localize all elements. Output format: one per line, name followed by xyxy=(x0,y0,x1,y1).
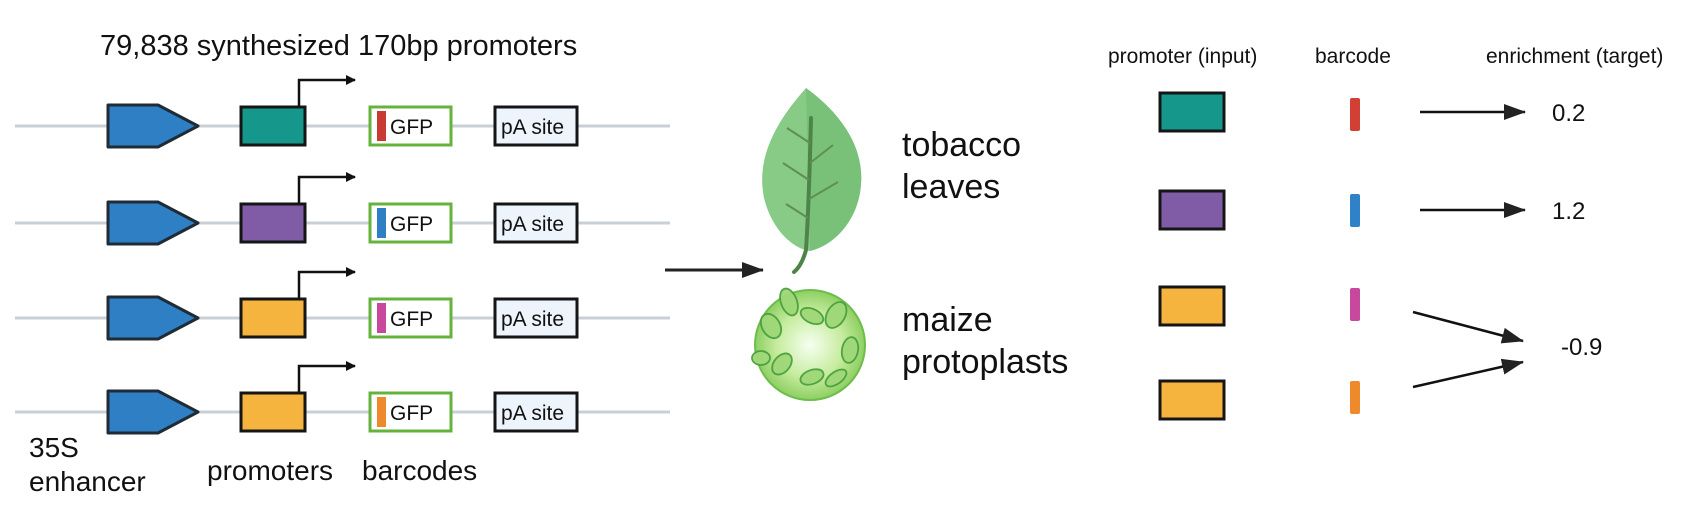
transcription-start-arrow xyxy=(297,361,356,392)
enhancer-shape xyxy=(106,103,200,149)
transcription-start-arrow xyxy=(297,267,356,298)
outcome-row: 0.2 xyxy=(1158,91,1585,133)
enhancer-shape xyxy=(106,295,200,341)
input-column-header: promoter (input) xyxy=(1108,45,1257,68)
enrichment-value: 1.2 xyxy=(1552,198,1585,225)
construct-row: GFP pA site xyxy=(15,267,670,341)
pa-site-box xyxy=(493,297,579,339)
gfp-label: GFP xyxy=(390,308,433,331)
pa-site-box xyxy=(493,105,579,147)
tobacco-label-line2: leaves xyxy=(902,168,1000,206)
pa-site-label: pA site xyxy=(501,116,564,139)
barcode-mark xyxy=(1350,381,1360,414)
outcome-table: 0.2 1.2 -0.9 xyxy=(1158,91,1602,421)
gfp-label: GFP xyxy=(390,213,433,236)
enrichment-value: -0.9 xyxy=(1561,334,1602,361)
transcription-start-arrow xyxy=(297,172,356,203)
construct-row: GFP pA site xyxy=(15,172,670,246)
maize-label-line2: protoplasts xyxy=(902,343,1068,381)
outcome-row: 1.2 xyxy=(1158,189,1585,231)
barcode-mark xyxy=(1350,98,1360,131)
input-promoter-box xyxy=(1158,379,1226,421)
enrichment-value: 0.2 xyxy=(1552,100,1585,127)
input-promoter-box xyxy=(1158,91,1226,133)
pa-site-label: pA site xyxy=(501,402,564,425)
enhancer-label-line2: enhancer xyxy=(29,466,146,497)
pa-site-box xyxy=(493,202,579,244)
enhancer-shape xyxy=(106,200,200,246)
library-title: 79,838 synthesized 170bp promoters xyxy=(100,30,577,62)
gfp-label: GFP xyxy=(390,402,433,425)
maize-label-line1: maize xyxy=(902,301,993,339)
promoter-box xyxy=(239,105,307,147)
input-promoter-box xyxy=(1158,285,1226,327)
enhancer-label-line1: 35S xyxy=(29,432,79,463)
promoters-label: promoters xyxy=(207,455,333,486)
barcodes-label: barcodes xyxy=(362,455,477,486)
shared-enrichment-arrow-lower xyxy=(1412,358,1524,389)
outcome-row: -0.9 xyxy=(1158,285,1602,361)
promoter-box xyxy=(239,391,307,433)
pa-site-label: pA site xyxy=(501,213,564,236)
enhancer-shape xyxy=(106,389,200,435)
barcode-mark xyxy=(1350,288,1360,321)
pa-site-label: pA site xyxy=(501,308,564,331)
barcode-mark xyxy=(1350,194,1360,227)
gfp-barcode-marker xyxy=(377,111,386,141)
barcode-column-header: barcode xyxy=(1315,45,1391,68)
gfp-label: GFP xyxy=(390,116,433,139)
tobacco-leaf-icon xyxy=(762,88,862,274)
transcription-start-arrow xyxy=(297,75,356,106)
target-column-header: enrichment (target) xyxy=(1486,45,1663,68)
shared-enrichment-arrow-upper xyxy=(1412,310,1524,344)
outcome-row xyxy=(1158,379,1360,421)
maize-protoplast-icon xyxy=(751,287,866,401)
gfp-barcode-marker xyxy=(377,303,386,333)
promoter-box xyxy=(239,297,307,339)
pa-site-box xyxy=(493,391,579,433)
construct-row: GFP pA site xyxy=(15,361,670,435)
gfp-barcode-marker xyxy=(377,397,386,427)
tobacco-label-line1: tobacco xyxy=(902,126,1021,164)
construct-row: GFP pA site xyxy=(15,75,670,149)
promoter-box xyxy=(239,202,307,244)
input-promoter-box xyxy=(1158,189,1226,231)
gfp-barcode-marker xyxy=(377,208,386,238)
